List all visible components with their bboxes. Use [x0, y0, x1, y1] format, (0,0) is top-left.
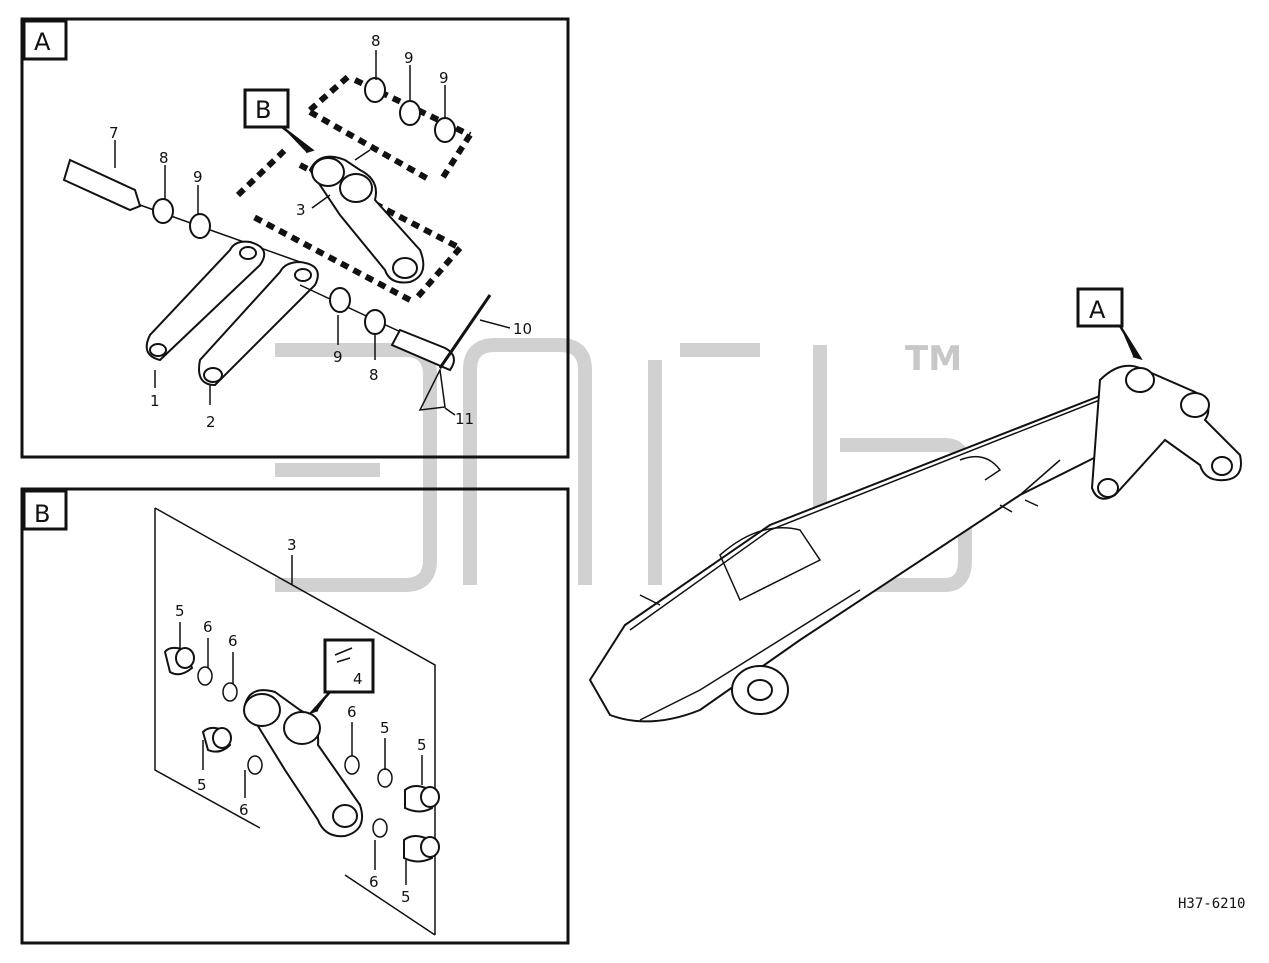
- callout: 9: [333, 348, 343, 366]
- callout: 5: [380, 719, 390, 737]
- washer-part: [399, 100, 421, 126]
- grease-fitting-box: [323, 638, 375, 694]
- callout: 6: [239, 801, 249, 819]
- pin-part: [62, 158, 142, 212]
- callout: 11: [455, 410, 474, 428]
- callout: 8: [371, 32, 381, 50]
- bushing-part: [404, 785, 440, 813]
- bushing-part: [163, 646, 195, 676]
- panel-b-tag: B: [34, 500, 50, 528]
- callout: 9: [439, 69, 449, 87]
- callout: 5: [197, 776, 207, 794]
- callout: 8: [369, 366, 379, 384]
- panel-a-tag: A: [34, 28, 51, 56]
- o-ring-part: [222, 682, 238, 702]
- callout: 10: [513, 320, 532, 338]
- callout: 9: [404, 49, 414, 67]
- o-ring-part: [197, 666, 213, 686]
- panel-b-parts: [154, 507, 440, 936]
- callout: 3: [287, 536, 297, 554]
- o-ring-part: [344, 755, 360, 775]
- watermark-tm: TM: [905, 339, 962, 379]
- washer-part: [329, 287, 351, 313]
- callout: 9: [193, 168, 203, 186]
- callout: 8: [159, 149, 169, 167]
- b-marker-box: [243, 88, 290, 129]
- washer-part: [152, 198, 174, 224]
- boom-a-marker-box: [1076, 287, 1124, 328]
- callout: 1: [150, 392, 160, 410]
- panel-a-parts: B: [62, 50, 511, 416]
- callout: 5: [175, 602, 185, 620]
- boom-a-marker: A: [1089, 296, 1106, 324]
- callout: 7: [109, 124, 119, 142]
- drawing-code: H37-6210: [1178, 896, 1245, 912]
- panel-b-frame: [20, 487, 570, 945]
- panel-b-tag-box: [22, 489, 68, 531]
- callout: 6: [228, 632, 238, 650]
- callout: 5: [401, 888, 411, 906]
- callout: 6: [369, 873, 379, 891]
- washer-part: [189, 213, 211, 239]
- panel-a-frame: [20, 17, 570, 459]
- link-2-part: [198, 260, 319, 387]
- callout: 3: [296, 201, 306, 219]
- o-ring-part: [377, 768, 393, 788]
- callout: 5: [417, 736, 427, 754]
- watermark: [275, 338, 972, 592]
- link-1-part: [145, 240, 266, 362]
- callout: 6: [203, 618, 213, 636]
- washer-part: [364, 77, 386, 103]
- o-ring-part: [372, 818, 388, 838]
- link-3-detail-part: [243, 689, 364, 838]
- washer-part: [434, 117, 456, 143]
- bushing-part: [201, 726, 232, 753]
- boom-assembly: [588, 364, 1242, 723]
- panel-a-tag-box: [22, 19, 68, 61]
- b-marker: B: [255, 96, 271, 124]
- washer-part: [364, 309, 386, 335]
- callout: 4: [353, 670, 363, 688]
- callout: 6: [347, 703, 357, 721]
- link-3-part: [308, 155, 425, 284]
- bushing-part: [403, 835, 440, 863]
- panel-a-callouts: 1 2 3 7 8 9 9 8 9 9 10 11 8: [109, 32, 532, 431]
- callout: 2: [206, 413, 216, 431]
- o-ring-part: [247, 755, 263, 775]
- panel-b-callouts: 3 4 5 6 6 5 6 6 5 5 5 6: [175, 536, 427, 906]
